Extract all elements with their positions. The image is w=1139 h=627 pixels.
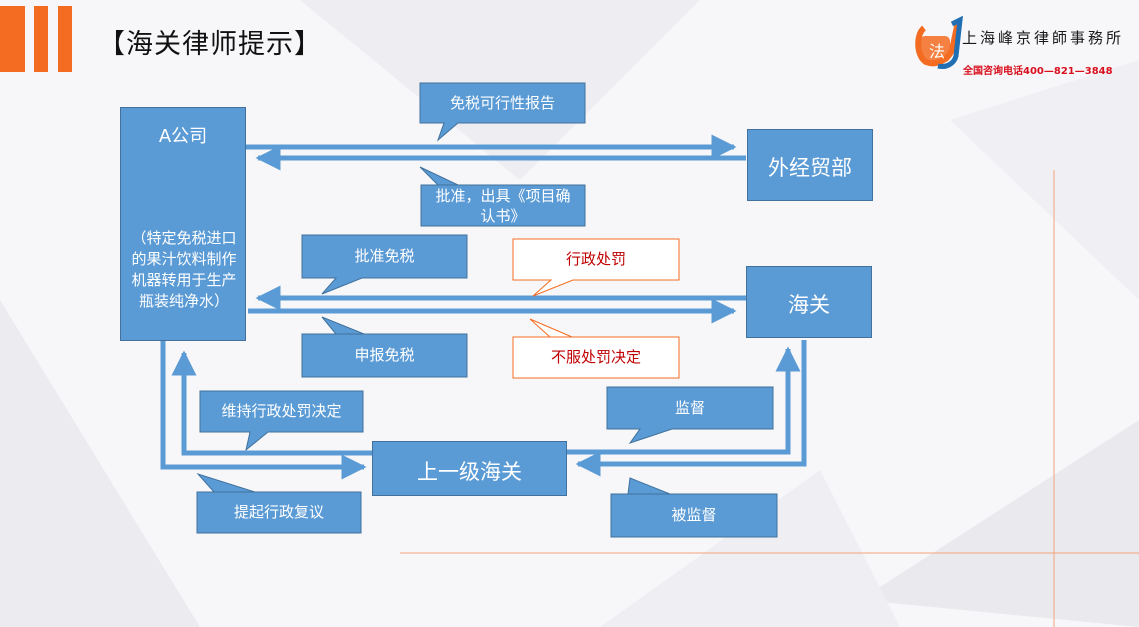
callout-shape-appeal xyxy=(196,472,362,534)
callout-disagree: 不服处罚决定 xyxy=(550,348,641,366)
callout-apply-exempt: 申报免税 xyxy=(354,346,415,364)
node-customs: 海关 xyxy=(746,266,872,338)
header-accent-bar-1 xyxy=(0,6,25,72)
callout-shape-maintain xyxy=(199,390,364,452)
callout-report: 免税可行性报告 xyxy=(449,94,555,112)
callout-shape-disagree xyxy=(512,318,680,379)
node-company: A公司 （特定免税进口的果汁饮料制作机器转用于生产瓶装纯净水） xyxy=(120,107,246,341)
callout-approve-exempt: 批准免税 xyxy=(354,247,415,265)
node-upper-customs-name: 上一级海关 xyxy=(417,460,522,484)
callout-shape-supervise xyxy=(606,386,774,444)
callout-shape-approve-exempt xyxy=(301,234,468,295)
arrow-supervise xyxy=(566,346,801,455)
callout-shape-apply-exempt xyxy=(301,316,468,378)
node-moftec-name: 外经贸部 xyxy=(768,156,852,180)
callout-supervise: 监督 xyxy=(674,399,705,417)
law-firm-phone: 全国咨询电话400—821—3848 xyxy=(963,66,1113,77)
callout-shape-penalty xyxy=(512,238,680,297)
node-moftec: 外经贸部 xyxy=(747,129,873,201)
page-title: 【海关律师提示】 xyxy=(98,29,322,60)
law-firm-logo xyxy=(915,16,963,69)
callout-shape-supervised xyxy=(610,477,778,538)
logo-mark: 法 xyxy=(928,42,945,61)
header-accent-bar-3 xyxy=(58,6,72,72)
callout-maintain: 维持行政处罚决定 xyxy=(221,402,342,420)
callout-appeal: 提起行政复议 xyxy=(233,503,324,521)
arrow-supervised xyxy=(575,340,807,477)
arrow-appeal xyxy=(160,340,367,480)
callout-supervised: 被监督 xyxy=(671,506,717,524)
callout-penalty: 行政处罚 xyxy=(565,250,626,268)
header-accent-bar-2 xyxy=(34,6,48,72)
arrow-maintain xyxy=(171,350,372,456)
callout-shape-approve-confirm xyxy=(419,166,586,227)
law-firm-name: 上海峰京律師事務所 xyxy=(962,29,1125,47)
node-upper-customs: 上一级海关 xyxy=(372,441,567,496)
node-company-desc: （特定免税进口的果汁饮料制作机器转用于生产瓶装纯净水） xyxy=(131,229,237,310)
node-company-name: A公司 xyxy=(158,126,208,147)
callout-shape-report xyxy=(419,82,586,142)
callout-approve-confirm: 批准，出具《项目确认书》 xyxy=(435,187,571,225)
node-customs-name: 海关 xyxy=(788,293,830,317)
